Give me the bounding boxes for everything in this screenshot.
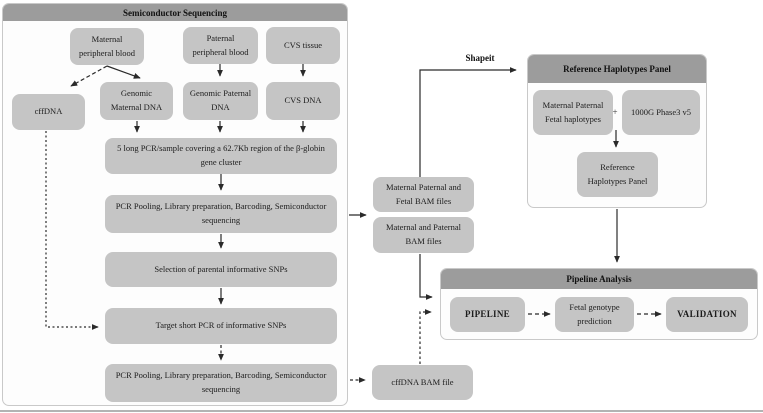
long-pcr-box: 5 long PCR/sample covering a 62.7Kb regi… xyxy=(105,138,337,174)
maternal-paternal-fetal-haplotypes-box: Maternal Paternal Fetal haplotypes xyxy=(533,90,613,135)
arrow-maternal-to-cffdna-dashed xyxy=(70,65,108,87)
fetal-genotype-prediction-box: Fetal genotype prediction xyxy=(555,297,634,332)
reference-haplotypes-result-box: Reference Haplotypes Panel xyxy=(577,152,658,197)
target-short-pcr-box: Target short PCR of informative SNPs xyxy=(105,308,337,344)
pipeline-analysis-header: Pipeline Analysis xyxy=(441,269,757,289)
pcr-pooling-box-1: PCR Pooling, Library preparation, Barcod… xyxy=(105,195,337,233)
thousand-genomes-phase3-box: 1000G Phase3 v5 xyxy=(622,90,700,135)
arrow-cffdna-to-target-dashed xyxy=(45,131,99,330)
maternal-paternal-fetal-bam-box: Maternal Paternal and Fetal BAM files xyxy=(373,177,474,212)
validation-box: VALIDATION xyxy=(666,297,748,332)
arrow-cffdna-bam-to-pipeline-dashed xyxy=(419,309,432,364)
cffdna-box: cffDNA xyxy=(12,94,85,130)
figure-bottom-border xyxy=(0,410,763,412)
arrow-mp-bam-to-pipeline xyxy=(419,254,433,300)
cvs-tissue-box: CVS tissue xyxy=(266,27,340,64)
snp-selection-box: Selection of parental informative SNPs xyxy=(105,252,337,287)
arrow-bam-shapeit-to-reference xyxy=(419,67,517,177)
shapeit-label: Shapeit xyxy=(465,53,495,63)
arrow-maternal-to-genomic-maternal xyxy=(106,65,141,79)
genomic-paternal-dna-box: Genomic Paternal DNA xyxy=(183,82,258,120)
maternal-peripheral-blood-box: Maternal peripheral blood xyxy=(70,28,144,65)
reference-haplotypes-panel-header: Reference Haplotypes Panel xyxy=(528,55,706,83)
genomic-maternal-dna-box: Genomic Maternal DNA xyxy=(100,82,173,120)
paternal-peripheral-blood-box: Paternal peripheral blood xyxy=(183,27,258,64)
cvs-dna-box: CVS DNA xyxy=(266,82,340,120)
semiconductor-sequencing-header: Semiconductor Sequencing xyxy=(3,4,347,21)
maternal-paternal-bam-box: Maternal and Paternal BAM files xyxy=(373,217,474,253)
pcr-pooling-box-2: PCR Pooling, Library preparation, Barcod… xyxy=(105,364,337,402)
pipeline-box: PIPELINE xyxy=(450,297,525,332)
plus-sign: + xyxy=(612,107,618,117)
cffdna-bam-file-box: cffDNA BAM file xyxy=(372,365,473,400)
